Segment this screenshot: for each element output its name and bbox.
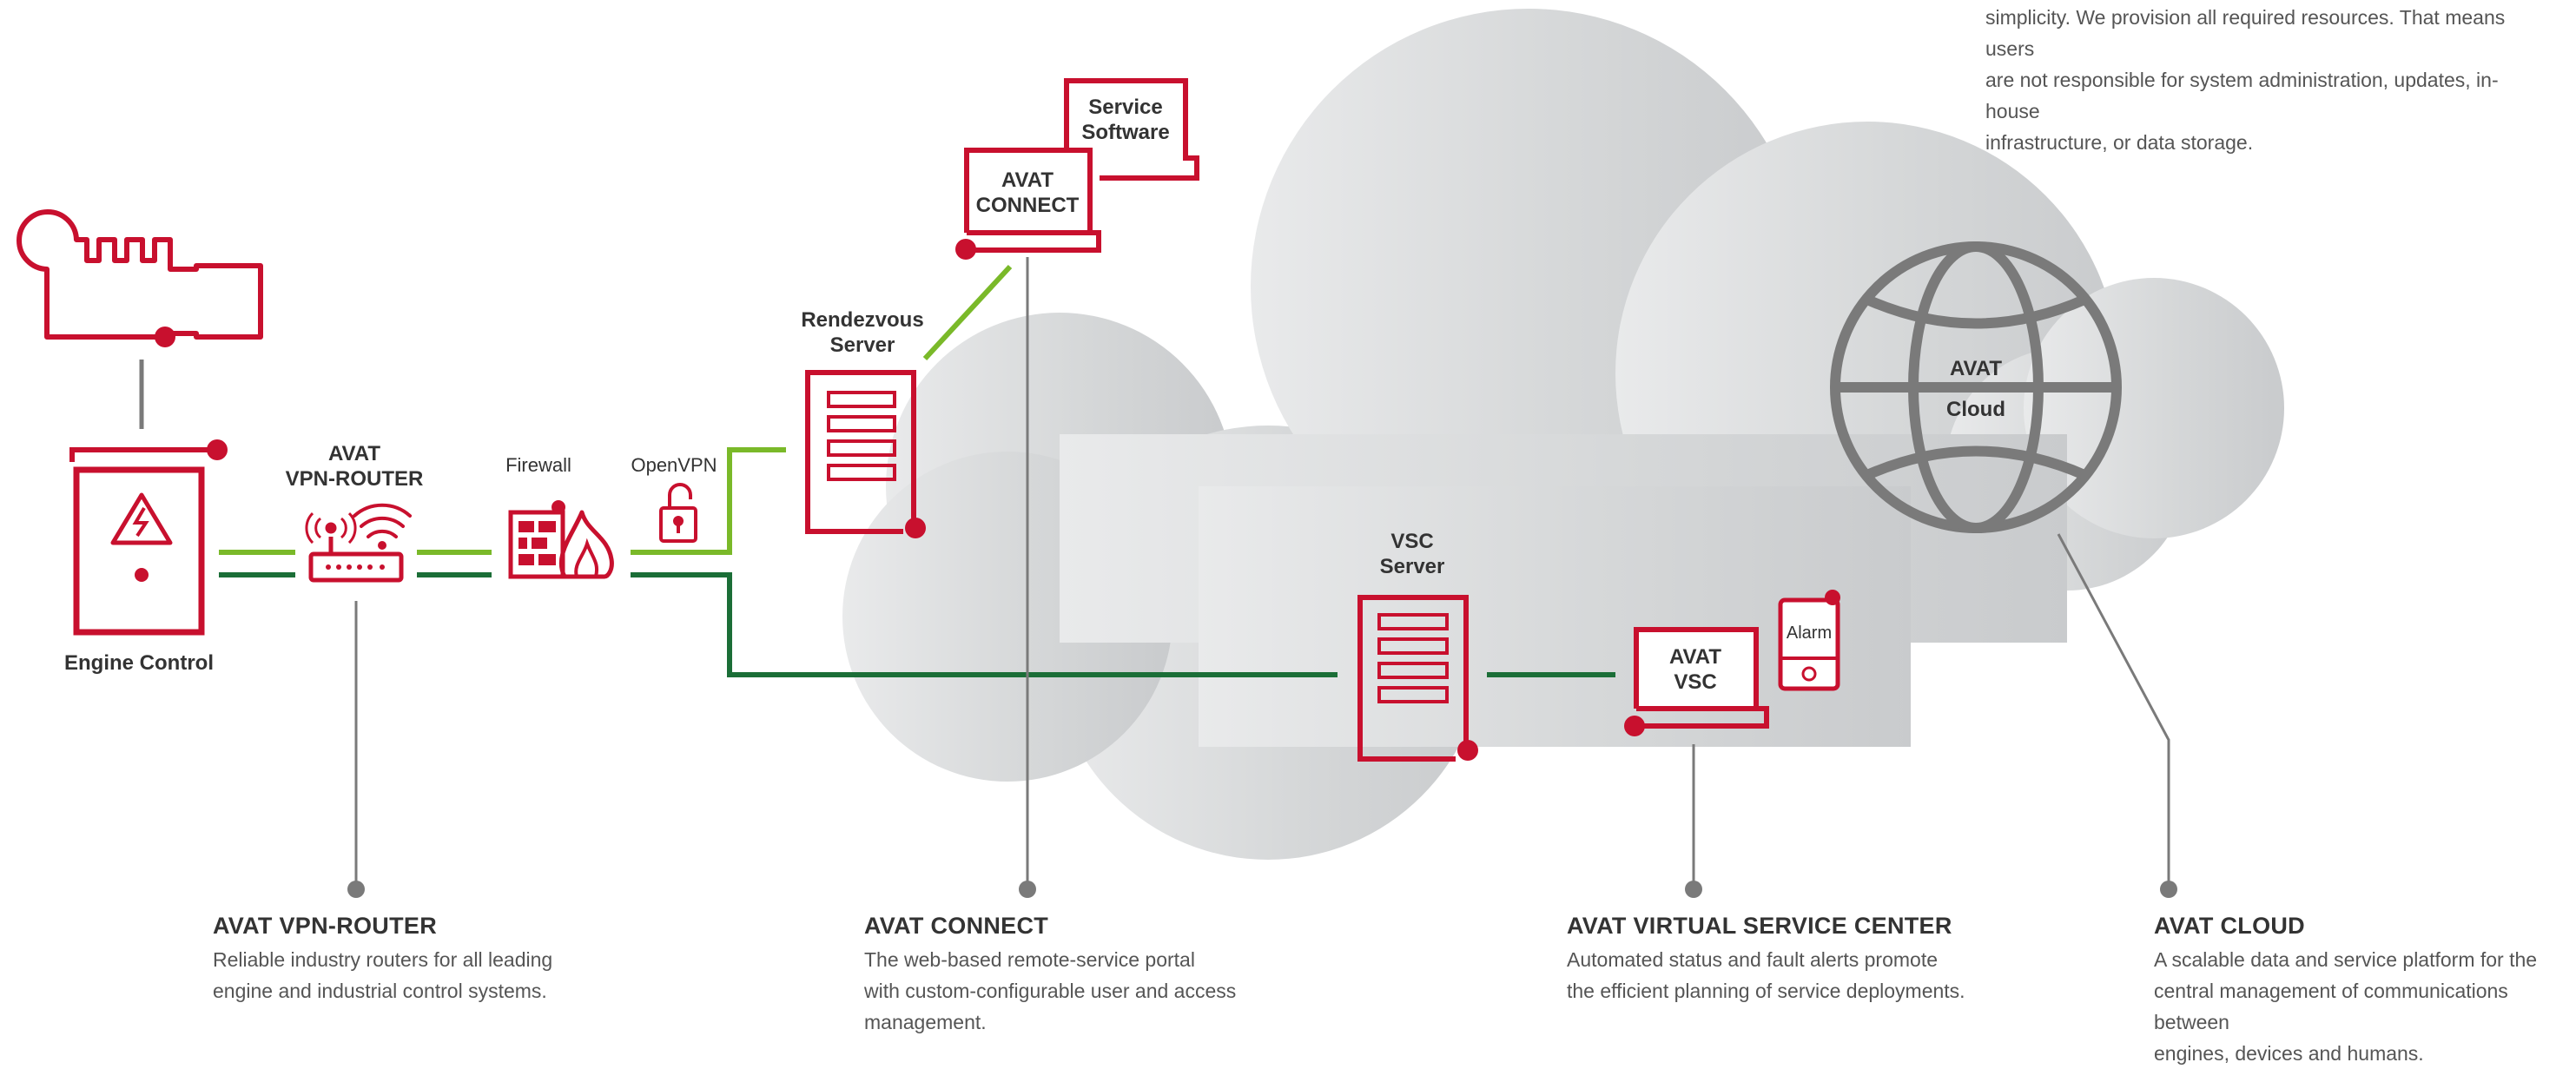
router-leds <box>326 564 385 570</box>
vsc-server-icon <box>1357 595 1478 762</box>
vpn-router-caption-line-1: Reliable industry routers for all leadin… <box>213 948 553 971</box>
vsc-caption-line-2: the efficient planning of service deploy… <box>1567 980 1965 1002</box>
avat-vsc-laptop-icon <box>1624 627 1769 736</box>
service-software-laptop-icon <box>1064 78 1199 181</box>
phone-icon <box>1778 590 1840 691</box>
control-cabinet-icon <box>69 439 228 636</box>
leader-lines <box>139 257 2170 889</box>
avat-vsc-label-2: VSC <box>1674 670 1716 694</box>
avat-cloud-label-1: AVAT <box>1950 357 2002 380</box>
cloud-caption-line-3: engines, devices and humans. <box>2154 1042 2424 1065</box>
intro-line-3: infrastructure, or data storage. <box>1985 131 2254 154</box>
wifi-icon <box>353 503 412 550</box>
cloud-shape <box>842 9 2284 860</box>
avat-connect-laptop-icon <box>955 148 1101 260</box>
engine-control-label: Engine Control <box>64 651 214 675</box>
vsc-server-label-2: Server <box>1380 555 1445 578</box>
vsc-caption-line-1: Automated status and fault alerts promot… <box>1567 948 1939 971</box>
connect-caption-line-3: management. <box>864 1011 987 1033</box>
service-software-label-2: Software <box>1081 121 1169 144</box>
connect-caption-line-1: The web-based remote-service portal <box>864 948 1195 971</box>
vpn-router-caption-body: Reliable industry routers for all leadin… <box>213 944 578 1006</box>
connect-caption-title: AVAT CONNECT <box>864 913 1049 939</box>
globe-icon <box>1830 241 2122 533</box>
padlock-icon <box>659 483 697 543</box>
avat-cloud-label-2: Cloud <box>1946 398 2005 421</box>
cloud-caption-body: A scalable data and service platform for… <box>2154 944 2562 1069</box>
vpn-router-label-1: AVAT <box>328 442 380 465</box>
firewall-icon <box>508 500 565 579</box>
engine-icon <box>17 209 263 340</box>
intro-line-2: are not responsible for system administr… <box>1985 69 2499 122</box>
intro-line-1: simplicity. We provision all required re… <box>1985 6 2506 60</box>
firewall-label: Firewall <box>505 454 571 476</box>
router-icon <box>305 511 404 583</box>
service-software-label-1: Service <box>1088 96 1162 119</box>
alarm-label: Alarm <box>1787 624 1832 643</box>
intro-text: simplicity. We provision all required re… <box>1985 2 2541 158</box>
rendezvous-label-2: Server <box>830 333 895 357</box>
vsc-caption-title: AVAT VIRTUAL SERVICE CENTER <box>1567 913 1952 939</box>
rendezvous-label-1: Rendezvous <box>801 308 923 332</box>
vpn-router-caption-title: AVAT VPN-ROUTER <box>213 913 437 939</box>
connection-lines <box>219 264 1615 677</box>
openvpn-label: OpenVPN <box>631 454 717 476</box>
cloud-caption-line-1: A scalable data and service platform for… <box>2154 948 2538 971</box>
connect-caption-body: The web-based remote-service portal with… <box>864 944 1246 1038</box>
cloud-caption-line-2: central management of communications bet… <box>2154 980 2508 1033</box>
rendezvous-server-icon <box>805 370 926 538</box>
vsc-server-label-1: VSC <box>1390 530 1433 553</box>
leader-dots <box>347 881 2177 898</box>
avat-vsc-label-1: AVAT <box>1669 645 1721 669</box>
avat-connect-label-1: AVAT <box>1001 168 1054 192</box>
vsc-line-dark <box>219 572 1615 677</box>
connect-caption-line-2: with custom-configurable user and access <box>864 980 1237 1002</box>
network-diagram: Engine Control AVAT VPN-ROUTER Firewall … <box>17 9 2284 898</box>
avat-connect-label-2: CONNECT <box>976 194 1080 217</box>
fire-icon <box>558 510 614 579</box>
engine-dot <box>155 327 175 347</box>
vpn-router-label-2: VPN-ROUTER <box>286 467 424 491</box>
vpn-line-light <box>219 447 786 555</box>
vpn-router-caption-line-2: engine and industrial control systems. <box>213 980 547 1002</box>
vsc-caption-body: Automated status and fault alerts promot… <box>1567 944 1984 1006</box>
rendezvous-to-connect-line <box>922 264 1013 361</box>
cloud-caption-title: AVAT CLOUD <box>2154 913 2305 939</box>
